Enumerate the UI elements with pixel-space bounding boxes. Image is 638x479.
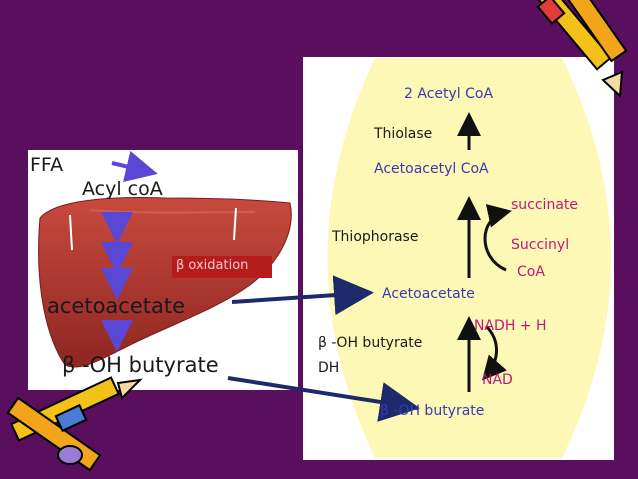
- thiolase-label: Thiolase: [374, 126, 433, 142]
- arrow-butyrate-to-pathway: [227, 376, 420, 422]
- pencil-icon-bottom-left: [6, 376, 143, 472]
- acetoacetate-label: acetoacetate: [47, 294, 186, 318]
- ffa-label: FFA: [30, 154, 64, 176]
- beta-oxidation-label: β oxidation: [176, 258, 249, 273]
- nad-label: NAD: [482, 372, 513, 388]
- nadh-label: NADH + H: [474, 318, 547, 334]
- succinyl-label: Succinyl: [511, 237, 570, 253]
- curve-nadh-nad: [482, 324, 507, 381]
- acetoacetate-pathway-label: Acetoacetate: [382, 286, 475, 302]
- oh-butyrate-pathway-label: β -OH butyrate: [380, 403, 485, 419]
- pencil-icon-top-right: [536, 0, 628, 99]
- beta-oxidation-box: [172, 256, 272, 278]
- beta-oh-butyrate-label: β -OH butyrate: [62, 353, 219, 377]
- acetoacetyl-coa-label: Acetoacetyl CoA: [374, 161, 489, 177]
- curve-succinyl-succinate: [483, 204, 512, 272]
- coa-label: CoA: [517, 264, 545, 280]
- oh-butyrate-dh-label-2: DH: [318, 360, 340, 376]
- succinate-label: succinate: [511, 197, 579, 213]
- oh-butyrate-dh-label-1: β -OH butyrate: [318, 335, 423, 351]
- thiophorase-label: Thiophorase: [332, 229, 419, 245]
- acetyl-coa-label: 2 Acetyl CoA: [404, 86, 494, 102]
- liver-image: [38, 197, 292, 368]
- arrow-ffa-acyl: [111, 150, 158, 183]
- arrow-acetoacetate-to-pathway: [231, 275, 374, 316]
- acyl-coa-label: Acyl coA: [82, 178, 163, 200]
